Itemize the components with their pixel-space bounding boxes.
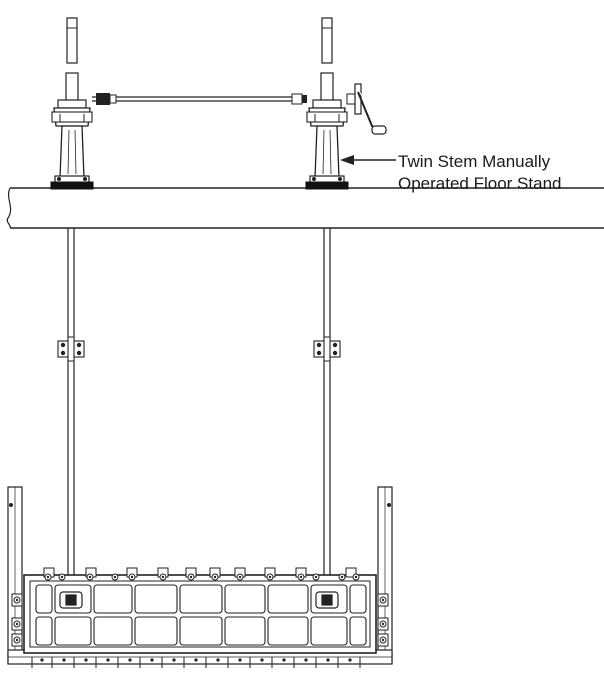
callout-line-1: Twin Stem Manually	[398, 152, 551, 171]
gate-slide	[11, 567, 389, 654]
callout-line-2: Operated Floor Stand	[398, 174, 562, 193]
lift-stem-left	[67, 228, 75, 590]
invert-bolts	[31, 657, 361, 668]
floor-stand-left	[50, 17, 94, 190]
hand-crank	[346, 83, 387, 135]
floor-stand-right	[305, 17, 349, 190]
tie-shaft	[92, 93, 307, 105]
callout-arrow	[340, 155, 396, 165]
stem-guide-left	[57, 336, 85, 362]
stem-guide-right	[313, 336, 341, 362]
lift-stem-right	[323, 228, 331, 590]
callout-label: Twin Stem Manually Operated Floor Stand	[398, 151, 561, 195]
